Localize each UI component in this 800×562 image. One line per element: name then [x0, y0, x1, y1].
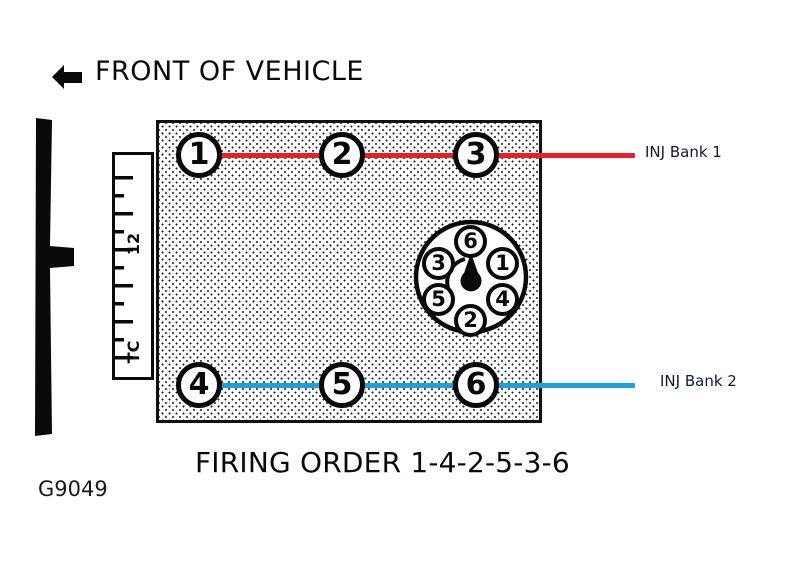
- terminal-3-number: 3: [431, 251, 446, 275]
- inj-bank-1-label: INJ Bank 1: [645, 143, 722, 161]
- firing-order-caption: FIRING ORDER 1-4-2-5-3-6: [195, 446, 570, 479]
- figure-code: G9049: [38, 477, 108, 501]
- cylinder-3: 3: [453, 132, 499, 178]
- timing-scale: 12 TC: [112, 152, 154, 380]
- timing-mark-tc: TC: [124, 341, 143, 364]
- distributor-terminal-1: 1: [486, 247, 519, 280]
- cylinder-2: 2: [319, 132, 365, 178]
- distributor-cap: 6 1 4 2 5 3: [413, 219, 529, 337]
- terminal-6-number: 6: [463, 229, 478, 253]
- terminal-1-number: 1: [495, 251, 510, 275]
- inj-bank-2-line: [186, 383, 635, 388]
- distributor-terminal-6: 6: [454, 225, 487, 258]
- cylinder-5: 5: [319, 362, 365, 408]
- terminal-4-number: 4: [495, 287, 510, 311]
- distributor-terminal-2: 2: [454, 304, 487, 337]
- distributor-terminal-4: 4: [486, 283, 519, 316]
- cylinder-4: 4: [176, 362, 222, 408]
- inj-bank-2-label: INJ Bank 2: [660, 372, 737, 390]
- crankshaft-pulley-icon: [35, 118, 74, 436]
- inj-bank-1-line: [186, 153, 635, 158]
- cylinder-6-number: 6: [465, 367, 487, 402]
- cylinder-5-number: 5: [331, 367, 353, 402]
- distributor-terminal-3: 3: [422, 247, 455, 280]
- cylinder-1-number: 1: [188, 137, 210, 172]
- arrow-left-icon: [52, 65, 82, 89]
- cylinder-2-number: 2: [331, 137, 353, 172]
- timing-mark-12: 12: [124, 233, 143, 255]
- cylinder-6: 6: [453, 362, 499, 408]
- terminal-2-number: 2: [463, 308, 478, 332]
- cylinder-3-number: 3: [465, 137, 487, 172]
- cylinder-4-number: 4: [188, 367, 210, 402]
- cylinder-1: 1: [176, 132, 222, 178]
- terminal-5-number: 5: [431, 287, 446, 311]
- distributor-terminal-5: 5: [422, 283, 455, 316]
- front-of-vehicle-label: FRONT OF VEHICLE: [95, 56, 364, 87]
